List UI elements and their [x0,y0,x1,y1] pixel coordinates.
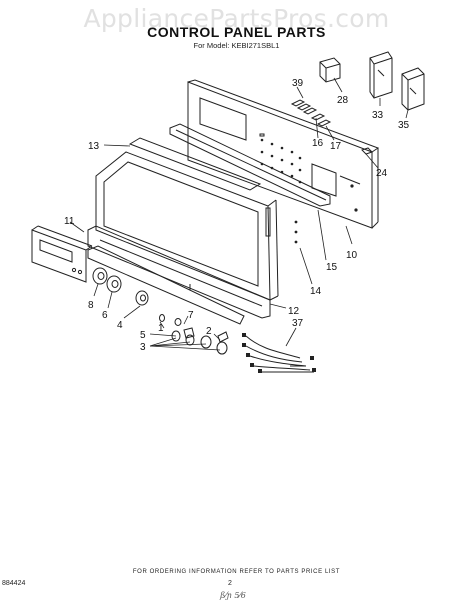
callout-8: 8 [88,300,94,311]
bracket-28 [319,57,341,83]
callout-12: 12 [288,306,300,317]
display-module-11 [31,225,93,283]
callout-17: 17 [330,141,342,152]
knob-4 [135,290,149,306]
trim-strip-15 [169,123,331,207]
bottom-trim-12 [87,225,271,319]
callout-3: 3 [140,342,146,353]
wire-harness-37 [242,333,316,373]
callout-39: 39 [292,78,304,89]
switch-buttons [290,99,318,115]
knob-6 [106,275,122,293]
handwritten-mark: ß⁄ɲ 5⁄6 [220,591,246,600]
callout-10: 10 [346,250,358,261]
switch-33 [369,51,393,99]
callout-13: 13 [88,141,100,152]
callout-1: 1 [158,323,164,334]
watermark: AppliancePartsPros.com [83,4,390,33]
page-title: CONTROL PANEL PARTS [147,24,326,40]
callout-4: 4 [117,320,123,331]
callout-16: 16 [312,138,324,149]
callout-35: 35 [398,120,410,131]
callout-15: 15 [326,262,338,273]
clip-24 [361,147,373,155]
callout-37: 37 [292,318,304,329]
document-number: 884424 [2,580,26,587]
callout-24: 24 [376,168,388,179]
callout-33: 33 [372,110,384,121]
base-strip-2 [87,245,245,325]
push-buttons [310,113,332,127]
control-panel-frame-14 [95,151,298,301]
callout-2: 2 [206,326,212,337]
upper-trim-13 [128,137,262,191]
callout-numbers: 39 28 33 35 13 16 17 24 11 15 10 14 8 6 … [64,78,410,353]
callout-5: 5 [140,330,146,341]
leader-lines [69,77,409,351]
callout-11: 11 [64,216,75,227]
knob-8 [92,267,108,285]
page-number: 2 [228,580,232,587]
control-panel-back-plate [187,79,380,229]
callout-7: 7 [188,310,194,321]
callout-14: 14 [310,286,322,297]
small-knob-parts [159,314,229,355]
model-label: For Model: KEBI271SBL1 [193,41,280,50]
switch-35 [401,67,425,111]
callout-6: 6 [102,310,108,321]
callout-28: 28 [337,95,349,106]
ordering-note: FOR ORDERING INFORMATION REFER TO PARTS … [132,569,341,575]
